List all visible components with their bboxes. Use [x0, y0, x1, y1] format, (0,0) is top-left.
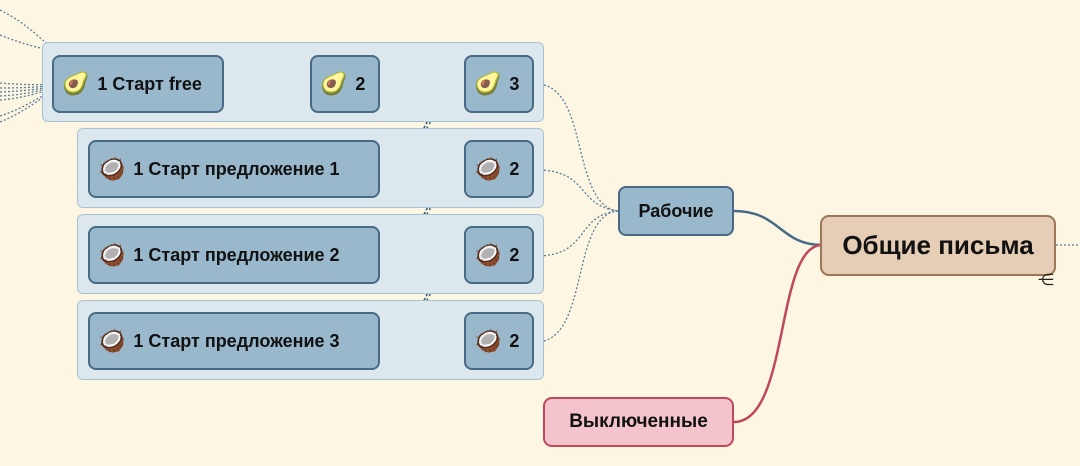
coconut-icon: 🥥 [98, 242, 126, 267]
node-free-step-3[interactable]: 🥑 3 [464, 55, 534, 113]
root-node[interactable]: Общие письма [820, 215, 1056, 276]
node-label: 1 Старт предложение 1 [133, 159, 340, 179]
node-label: 1 Старт предложение 2 [133, 245, 340, 265]
node-disabled[interactable]: Выключенные [543, 397, 734, 447]
node-label: 2 [509, 331, 520, 351]
root-label: Общие письма [842, 230, 1034, 260]
node-label: 3 [509, 74, 520, 94]
working-root-link [733, 209, 823, 247]
avocado-icon: 🥑 [62, 71, 90, 96]
node-label: 2 [509, 245, 520, 265]
avocado-icon: 🥑 [320, 71, 348, 96]
node-label: 1 Старт предложение 3 [133, 331, 340, 351]
node-label: Рабочие [638, 201, 714, 221]
node-start-offer-3[interactable]: 🥥 1 Старт предложение 3 [88, 312, 380, 370]
coconut-icon: 🥥 [98, 328, 126, 353]
collapse-toggle-icon[interactable]: ⋲ [1038, 270, 1054, 289]
node-offer-2-step-2[interactable]: 🥥 2 [464, 226, 534, 284]
node-free-step-2[interactable]: 🥑 2 [310, 55, 380, 113]
coconut-icon: 🥥 [474, 242, 502, 267]
node-label: 2 [509, 159, 520, 179]
coconut-icon: 🥥 [98, 156, 126, 181]
working-links [535, 83, 619, 343]
avocado-icon: 🥑 [474, 71, 502, 96]
node-label: 2 [355, 74, 366, 94]
coconut-icon: 🥥 [474, 328, 502, 353]
node-start-offer-2[interactable]: 🥥 1 Старт предложение 2 [88, 226, 380, 284]
node-start-offer-1[interactable]: 🥥 1 Старт предложение 1 [88, 140, 380, 198]
node-start-free[interactable]: 🥑 1 Старт free [52, 55, 224, 113]
node-offer-3-step-2[interactable]: 🥥 2 [464, 312, 534, 370]
node-label: Выключенные [569, 411, 708, 432]
disabled-root-link [733, 243, 823, 424]
node-offer-1-step-2[interactable]: 🥥 2 [464, 140, 534, 198]
node-working[interactable]: Рабочие [618, 186, 734, 236]
coconut-icon: 🥥 [474, 156, 502, 181]
node-label: 1 Старт free [97, 74, 202, 94]
